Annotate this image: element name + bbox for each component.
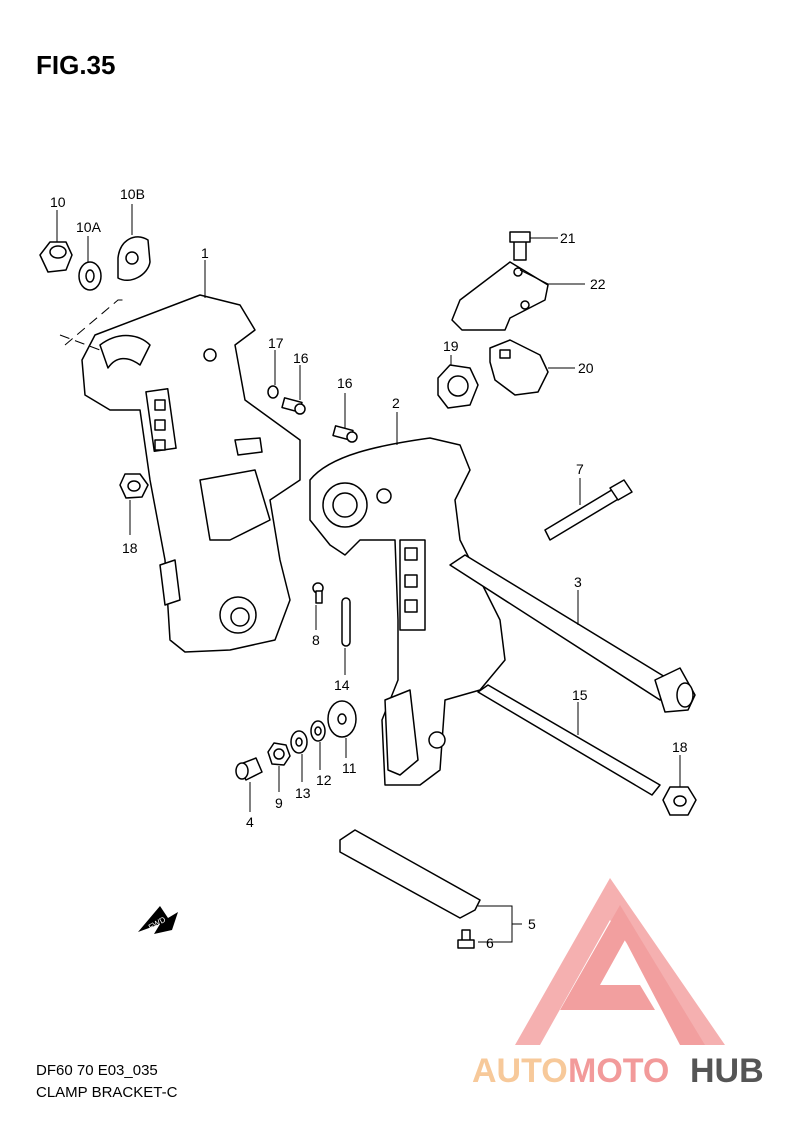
- plate-10b: [117, 236, 151, 282]
- callouts: 10 10B 10A 1 17 16 16 2 21 22 19 20 7 3 …: [50, 186, 688, 951]
- clamp-bracket-left: [81, 294, 301, 653]
- callout-18-upper: 18: [122, 540, 138, 556]
- callout-12: 12: [316, 772, 332, 788]
- callout-8: 8: [312, 632, 320, 648]
- washer-11: [327, 700, 357, 738]
- pin-14: [341, 597, 351, 647]
- shaft-3: [449, 554, 696, 713]
- nut-10: [39, 241, 73, 273]
- bolt-21: [509, 231, 531, 261]
- callout-22: 22: [590, 276, 606, 292]
- diagram-caption: CLAMP BRACKET-C: [36, 1084, 178, 1101]
- callout-7: 7: [576, 461, 584, 477]
- callout-13: 13: [295, 785, 311, 801]
- callout-4: 4: [246, 814, 254, 830]
- leader-lines: [56, 204, 681, 943]
- diagram-code: DF60 70 E03_035: [36, 1062, 158, 1079]
- clamp-bracket-right: [309, 437, 506, 786]
- bracket-20: [489, 339, 549, 396]
- callout-10b: 10B: [120, 186, 145, 202]
- watermark-moto: MOTO: [568, 1052, 669, 1090]
- nut-18-upper: [119, 473, 149, 499]
- callout-16-upper: 16: [293, 350, 309, 366]
- bracket-22: [451, 261, 549, 331]
- bolt-16-lower: [332, 425, 358, 443]
- callout-20: 20: [578, 360, 594, 376]
- watermark-auto: AUTO: [472, 1052, 568, 1090]
- callout-10a: 10A: [76, 219, 102, 235]
- fwd-arrow-icon: FWD: [138, 906, 178, 934]
- shaft-15: [477, 684, 661, 796]
- figure-title: FIG.35: [36, 50, 116, 80]
- washer-17: [267, 385, 279, 399]
- callout-16-lower: 16: [337, 375, 353, 391]
- plate-5: [339, 829, 481, 919]
- callout-10: 10: [50, 194, 66, 210]
- washer-12: [310, 720, 326, 742]
- watermark-logo: [515, 878, 725, 1045]
- bolt-7: [544, 479, 633, 541]
- callout-21: 21: [560, 230, 576, 246]
- washer-13: [290, 730, 308, 754]
- watermark-text: AUTO MOTO HUB: [472, 1052, 764, 1090]
- callout-5: 5: [528, 916, 536, 932]
- nut-9: [267, 742, 291, 766]
- callout-3: 3: [574, 574, 582, 590]
- callout-11: 11: [342, 760, 357, 776]
- callout-1: 1: [201, 245, 209, 261]
- cap-19: [437, 364, 479, 409]
- nut-18-lower: [662, 786, 697, 816]
- callout-9: 9: [275, 795, 283, 811]
- bolt-6: [457, 929, 475, 949]
- washer-10a: [78, 261, 102, 291]
- callout-15: 15: [572, 687, 588, 703]
- callout-2: 2: [392, 395, 400, 411]
- cap-4: [235, 757, 263, 781]
- bolt-16-upper: [281, 397, 306, 415]
- bolt-8: [312, 582, 324, 604]
- callout-19: 19: [443, 338, 459, 354]
- callout-6: 6: [486, 935, 494, 951]
- callout-14: 14: [334, 677, 350, 693]
- watermark-hub: HUB: [690, 1052, 764, 1090]
- callout-17: 17: [268, 335, 284, 351]
- callout-18-lower: 18: [672, 739, 688, 755]
